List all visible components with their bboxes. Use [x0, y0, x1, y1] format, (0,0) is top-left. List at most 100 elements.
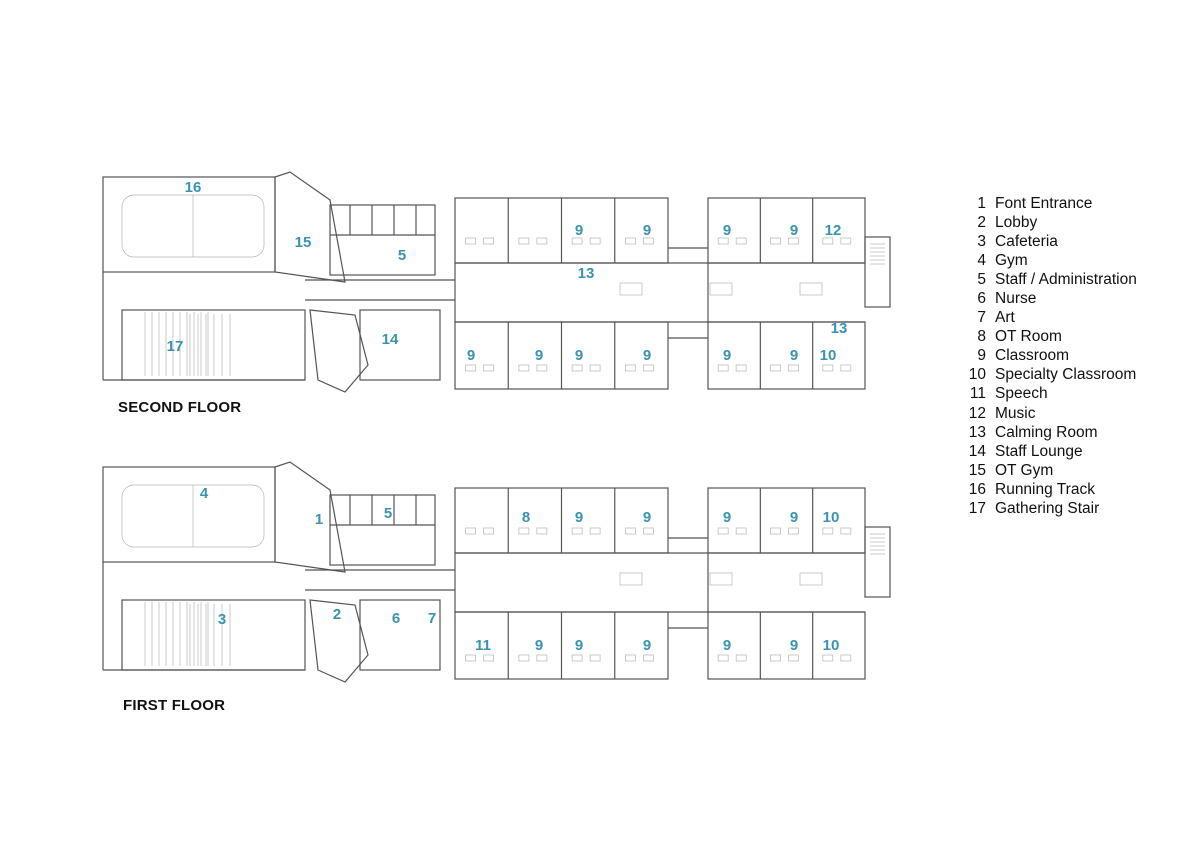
- room-label-classroom: 9: [535, 347, 543, 364]
- desk: [770, 237, 781, 245]
- room-label-gathering-stair: 17: [167, 338, 184, 355]
- corridor-table: [619, 572, 643, 586]
- desk: [465, 527, 476, 535]
- desk: [589, 527, 601, 535]
- desk: [735, 364, 747, 372]
- desk: [571, 527, 583, 535]
- legend-number: 9: [977, 347, 986, 365]
- desk: [465, 364, 476, 372]
- room-label-running-track: 16: [185, 179, 202, 196]
- desk: [465, 237, 476, 245]
- desk: [625, 364, 636, 372]
- admin-block: [329, 204, 436, 276]
- south-admin-block: [359, 309, 441, 381]
- desk: [518, 654, 530, 662]
- desk: [822, 364, 834, 372]
- legend-number: 15: [968, 461, 986, 479]
- desk: [788, 364, 799, 372]
- room-label-classroom: 9: [575, 637, 583, 654]
- legend-number: 1: [977, 194, 986, 212]
- desk: [483, 527, 494, 535]
- legend-label: Lobby: [995, 213, 1038, 231]
- desk: [483, 364, 494, 372]
- legend-label: Speech: [995, 385, 1048, 403]
- legend-number: 8: [977, 328, 986, 346]
- desk: [717, 654, 729, 662]
- legend-label: Cafeteria: [995, 232, 1058, 250]
- legend-item: 12 Music: [957, 404, 1137, 423]
- legend-label: Gym: [995, 251, 1028, 269]
- corridor-table: [709, 282, 733, 296]
- legend-item: 10 Specialty Classroom: [957, 366, 1137, 385]
- lower-west-block: [121, 309, 306, 381]
- entry-wedge: [274, 171, 346, 283]
- legend-label: OT Gym: [995, 461, 1054, 479]
- desk: [518, 237, 530, 245]
- legend-label: Music: [995, 404, 1036, 422]
- north-classroom-bank: [707, 197, 866, 264]
- legend-label: Specialty Classroom: [995, 366, 1137, 384]
- corridor-table: [709, 572, 733, 586]
- legend-item: 13 Calming Room: [957, 423, 1137, 442]
- room-label-classroom: 9: [643, 637, 651, 654]
- desk: [571, 364, 583, 372]
- legend-label: Classroom: [995, 347, 1070, 365]
- legend-label: Staff / Administration: [995, 270, 1137, 288]
- desk: [770, 527, 781, 535]
- room-label-classroom: 9: [535, 637, 543, 654]
- legend-label: Font Entrance: [995, 194, 1093, 212]
- legend-label: OT Room: [995, 328, 1062, 346]
- legend-item: 5 Staff / Administration: [957, 270, 1137, 289]
- gym-block: [102, 466, 276, 563]
- room-label-speech: 11: [475, 637, 491, 654]
- legend-number: 13: [968, 423, 986, 441]
- desk: [643, 364, 654, 372]
- corridor-table: [799, 282, 823, 296]
- legend-number: 12: [968, 404, 986, 422]
- corridor-table: [799, 572, 823, 586]
- desk: [483, 237, 494, 245]
- desk: [536, 237, 548, 245]
- room-label-classroom: 9: [643, 509, 651, 526]
- room-label-classroom: 9: [575, 222, 583, 239]
- room-label-lobby: 2: [333, 606, 341, 623]
- room-label-music: 12: [825, 222, 842, 239]
- lobby-wedge: [309, 309, 369, 393]
- room-label-calming-room: 13: [831, 320, 848, 337]
- desk: [822, 237, 834, 245]
- legend-label: Calming Room: [995, 423, 1098, 441]
- first-floor-title: FIRST FLOOR: [123, 697, 226, 714]
- legend-label: Art: [995, 309, 1015, 327]
- admin-block: [329, 494, 436, 566]
- desk: [735, 654, 747, 662]
- room-label-cafeteria: 3: [218, 611, 226, 628]
- room-label-classroom: 9: [790, 222, 798, 239]
- room-label-staff-lounge: 14: [382, 331, 399, 348]
- room-label-gym: 4: [200, 485, 209, 502]
- legend-number: 5: [977, 270, 986, 288]
- room-label-classroom: 9: [575, 509, 583, 526]
- desk: [625, 237, 636, 245]
- room-label-art: 7: [428, 610, 436, 627]
- desk: [643, 654, 654, 662]
- second-floor-title: SECOND FLOOR: [118, 399, 242, 416]
- legend-number: 3: [977, 232, 986, 250]
- desk: [717, 527, 729, 535]
- desk: [770, 364, 781, 372]
- room-label-classroom: 9: [723, 637, 731, 654]
- desk: [717, 237, 729, 245]
- east-stair: [864, 236, 891, 308]
- room-label-classroom: 9: [643, 222, 651, 239]
- lobby-wedge: [309, 599, 369, 683]
- desk: [735, 527, 747, 535]
- legend-item: 9 Classroom: [957, 347, 1137, 366]
- legend-number: 10: [968, 366, 986, 384]
- desk: [840, 364, 852, 372]
- room-label-staff-admin: 5: [398, 247, 406, 264]
- room-label-specialty-classroom: 10: [823, 509, 840, 526]
- desk: [536, 654, 548, 662]
- legend-number: 11: [969, 385, 986, 403]
